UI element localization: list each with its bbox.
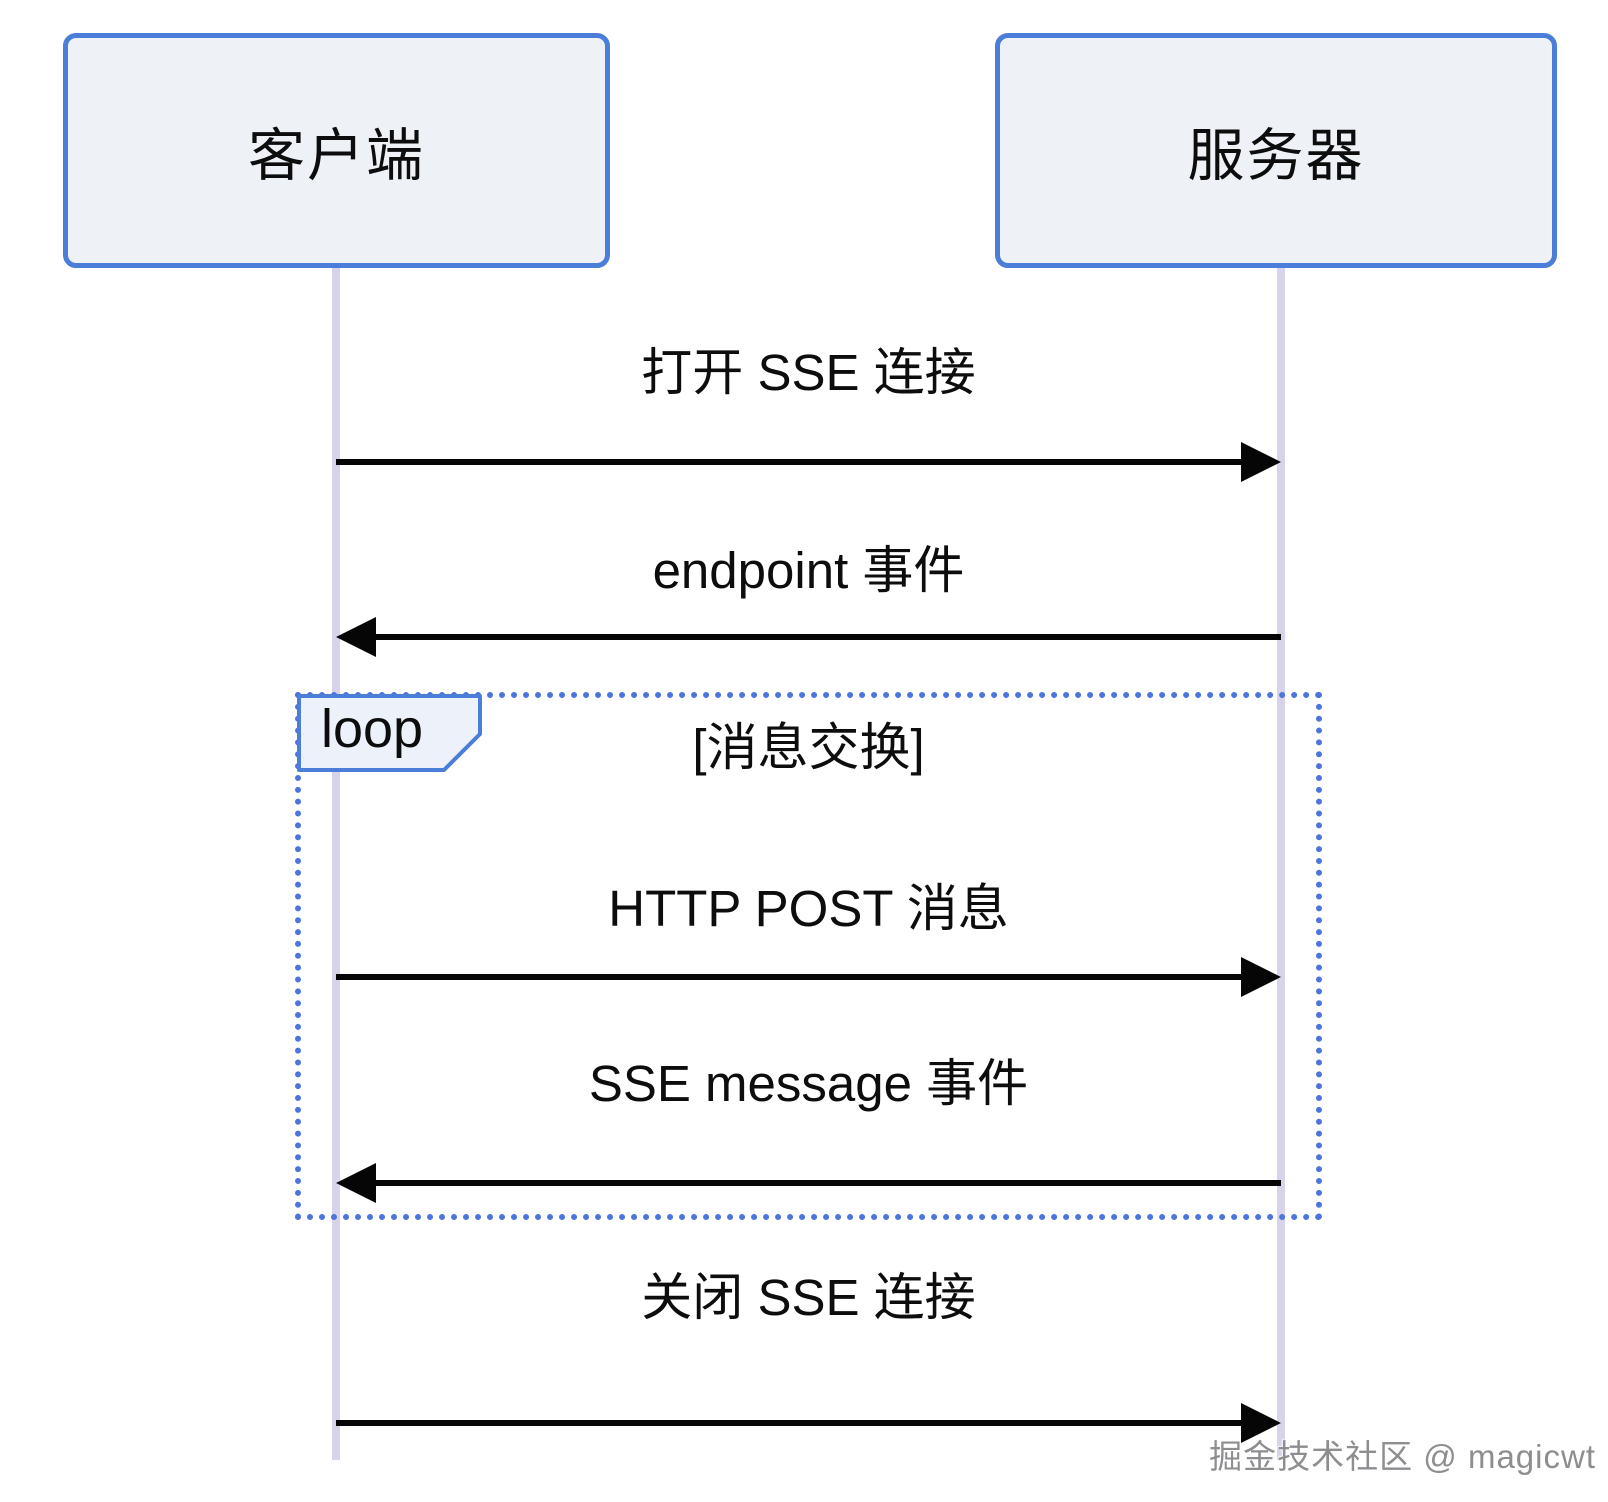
arrowhead-right-icon [1241, 1403, 1281, 1443]
arrow-shaft [336, 974, 1247, 980]
loop-keyword-label: loop [320, 699, 424, 759]
message-arrow-close-sse [336, 1403, 1281, 1443]
actor-box-server: 服务器 [995, 33, 1557, 268]
message-label-endpoint-event: endpoint 事件 [652, 542, 965, 599]
arrow-shaft [370, 634, 1281, 640]
actor-box-client: 客户端 [63, 33, 610, 268]
loop-fragment: loop [消息交换] [295, 692, 1322, 1220]
actor-label-server: 服务器 [1187, 123, 1365, 188]
loop-tab-shape-icon [297, 694, 482, 772]
arrowhead-left-icon [336, 617, 376, 657]
message-label-open-sse: 打开 SSE 连接 [641, 344, 976, 401]
loop-keyword-tab: loop [297, 694, 482, 772]
message-arrow-endpoint-event [336, 617, 1281, 657]
message-arrow-http-post [336, 957, 1281, 997]
message-label-sse-message-event: SSE message 事件 [588, 1055, 1029, 1112]
arrowhead-left-icon [336, 1163, 376, 1203]
message-arrow-open-sse [336, 442, 1281, 482]
message-label-http-post: HTTP POST 消息 [608, 880, 1009, 937]
arrowhead-right-icon [1241, 957, 1281, 997]
actor-label-client: 客户端 [248, 123, 425, 188]
arrowhead-right-icon [1241, 442, 1281, 482]
watermark: 掘金技术社区 @ magicwt [1209, 1438, 1596, 1475]
arrow-shaft [370, 1180, 1281, 1186]
loop-condition-label: [消息交换] [692, 719, 925, 776]
lifeline-server [1277, 268, 1285, 1460]
arrow-shaft [336, 459, 1247, 465]
message-label-close-sse: 关闭 SSE 连接 [641, 1269, 976, 1326]
lifeline-client [332, 268, 340, 1460]
arrow-shaft [336, 1420, 1247, 1426]
message-arrow-sse-message-event [336, 1163, 1281, 1203]
